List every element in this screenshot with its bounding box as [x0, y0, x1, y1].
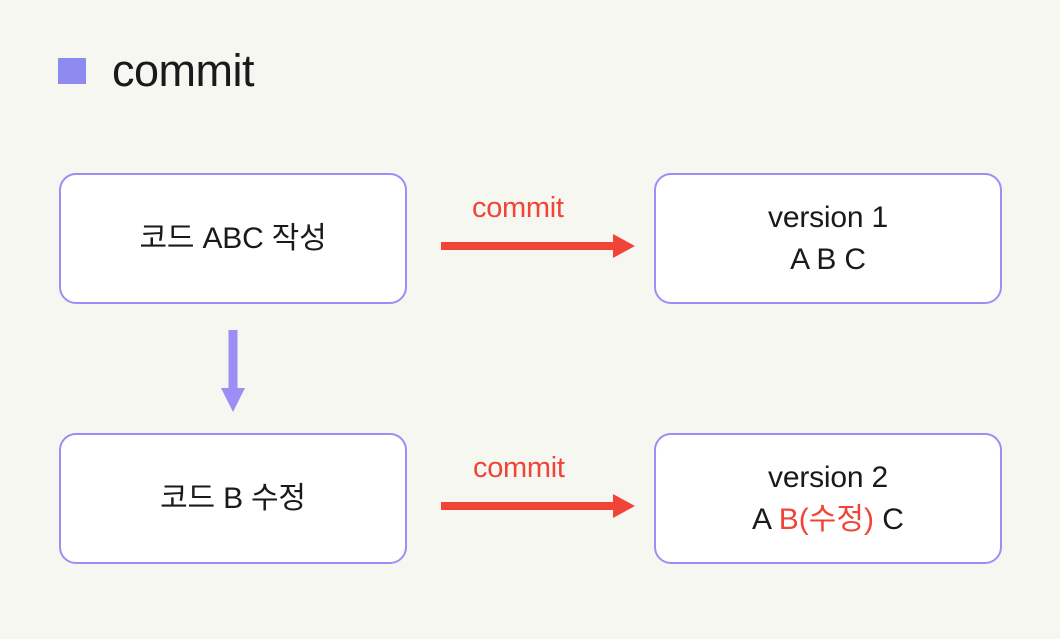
- page-title-label: commit: [112, 45, 255, 96]
- node-version-1-content: A B C: [790, 242, 866, 276]
- node-version-2-title: version 2: [768, 460, 888, 494]
- version-2-suffix: C: [873, 502, 904, 536]
- purple-square-bullet-icon: [58, 57, 86, 84]
- node-action-1-label: 코드 ABC 작성: [139, 221, 327, 255]
- flow-arrow-down-icon: [221, 330, 245, 412]
- commit-arrow-1-label: commit: [472, 192, 564, 224]
- node-version-2-content: A B(수정) C: [752, 499, 904, 541]
- version-2-highlight: B(수정): [778, 502, 874, 536]
- node-version-2: version 2 A B(수정) C: [654, 433, 1002, 564]
- node-action-1: 코드 ABC 작성: [59, 173, 407, 304]
- commit-arrow-2-label: commit: [473, 452, 565, 484]
- commit-arrow-1-icon: [441, 234, 635, 258]
- commit-arrow-2-icon: [441, 494, 635, 518]
- page-title: commit: [58, 45, 255, 96]
- node-action-2: 코드 B 수정: [59, 433, 407, 564]
- node-action-2-label: 코드 B 수정: [160, 481, 306, 515]
- node-version-1-title: version 1: [768, 200, 888, 234]
- node-version-1: version 1 A B C: [654, 173, 1002, 304]
- version-2-prefix: A: [752, 502, 779, 536]
